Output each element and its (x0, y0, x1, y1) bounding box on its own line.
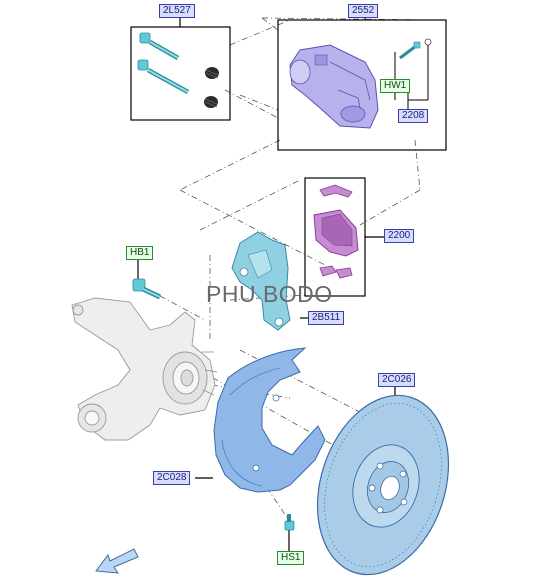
callout-HW1[interactable]: HW1 (380, 79, 411, 93)
brake-pad-icon (313, 184, 359, 279)
caliper-icon (289, 44, 379, 129)
bleeder-screw (399, 38, 432, 60)
guide-pin-set (137, 32, 219, 108)
bolt-icon (137, 59, 190, 94)
kit-frames (130, 16, 447, 551)
callout-2L527[interactable]: 2L527 (159, 4, 195, 18)
callout-2C026[interactable]: 2C026 (378, 373, 416, 387)
callout-HS1[interactable]: HS1 (277, 551, 305, 565)
callout-2C028[interactable]: 2C028 (153, 471, 191, 485)
bolt-icon (284, 514, 295, 531)
callout-HB1[interactable]: HB1 (126, 246, 154, 260)
callout-2552[interactable]: 2552 (348, 4, 379, 18)
bolt-icon (139, 32, 180, 60)
boot-icon (204, 96, 218, 108)
kit-2552-frame (277, 19, 447, 151)
rotor-icon (316, 394, 450, 576)
watermark: PHU BODO (206, 281, 333, 307)
callout-leaders (394, 45, 429, 110)
bolt-icon (132, 278, 162, 300)
bracket-icon (231, 231, 291, 331)
callout-2208[interactable]: 2208 (398, 109, 429, 123)
callout-2200[interactable]: 2200 (384, 229, 415, 243)
callout-2B511[interactable]: 2B511 (308, 311, 345, 325)
direction-arrow-icon[interactable] (94, 545, 140, 577)
knuckle-icon (71, 297, 218, 441)
boot-icon (205, 67, 219, 79)
shield-icon (213, 347, 326, 493)
